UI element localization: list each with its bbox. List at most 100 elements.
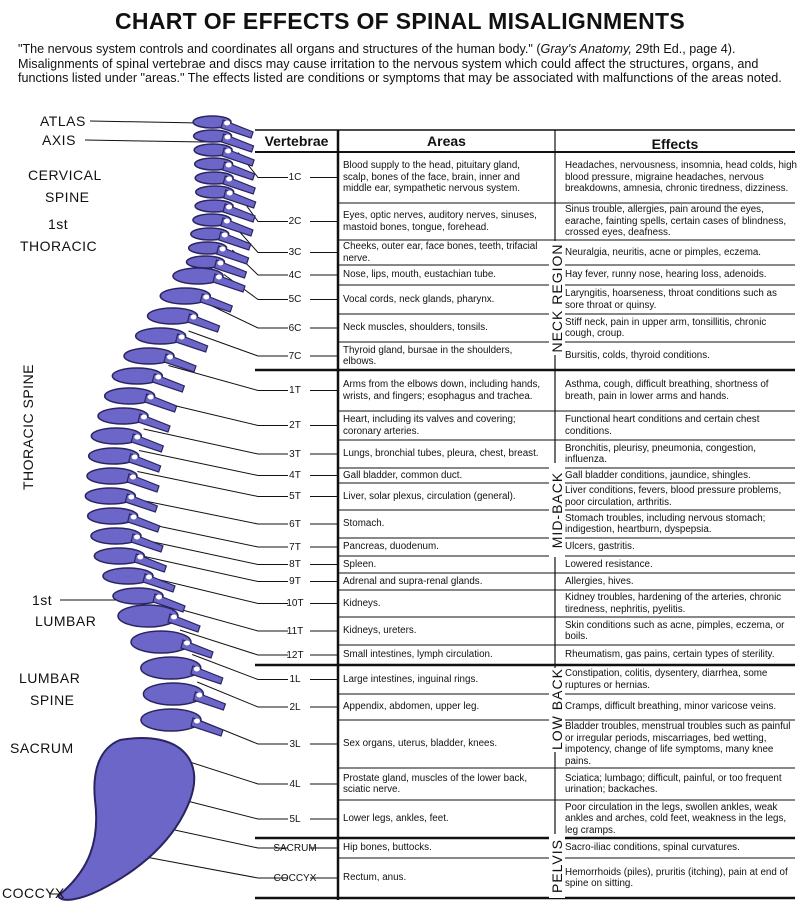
vertebra-label: COCCYX [273, 872, 317, 884]
leader-line [188, 330, 288, 357]
leader-line [179, 629, 288, 656]
vertebra-label: 7T [289, 541, 301, 553]
vertebra-body [142, 682, 205, 706]
vertebra-body [140, 656, 202, 680]
area-cell: Lower legs, ankles, feet. [343, 813, 449, 825]
leader-line [124, 852, 288, 879]
table-row: 1T Arms from the elbows down, including … [255, 370, 795, 411]
intro-citation: Gray's Anatomy, [540, 42, 632, 56]
nerve-foramen [147, 394, 154, 400]
nerve-foramen [217, 260, 224, 266]
vertebra-label: 4T [289, 470, 301, 481]
area-cell: Appendix, abdomen, upper leg. [343, 701, 480, 713]
vertebra-label: 1C [288, 172, 302, 183]
region-low-back: LOW BACK [549, 668, 565, 752]
nerve-foramen [219, 246, 226, 252]
area-cell: Neck muscles, shoulders, tonsils. [343, 322, 488, 334]
effect-cell: Sinus trouble, allergies, pain around th… [565, 204, 787, 239]
label-thoracic-spine: THORACIC SPINE [20, 363, 36, 490]
effect-cell: Headaches, nervousness, insomnia, head c… [565, 160, 798, 195]
vertebra-body [134, 327, 187, 345]
vertebra-label: 3C [288, 247, 302, 258]
leader-line [168, 365, 288, 391]
area-cell: Prostate gland, muscles of the lower bac… [343, 772, 528, 796]
label-1st-thoracic: THORACIC [20, 238, 98, 254]
vertebra-body [140, 708, 202, 732]
region-mid-back: MID-BACK [549, 463, 565, 557]
label-leader [89, 120, 201, 124]
nerve-foramen [167, 354, 173, 360]
nerve-foramen [196, 692, 203, 698]
nerve-foramen [226, 176, 233, 182]
table-row: SACRUM Hip bones, buttocks. Sacro-iliac … [255, 838, 795, 858]
effect-cell: Liver conditions, fevers, blood pressure… [565, 485, 782, 508]
vertebra-label: SACRUM [273, 842, 317, 854]
table-row: 1C Blood supply to the head, pituitary g… [255, 152, 798, 203]
area-cell: Adrenal and supra-renal glands. [343, 575, 483, 587]
table-row: 4L Prostate gland, muscles of the lower … [255, 768, 795, 800]
vertebra-body [102, 567, 154, 585]
nerve-foramen [156, 594, 162, 600]
table-row: 5T Liver, solar plexus, circulation (gen… [255, 483, 795, 510]
vertebra-label: 3L [289, 738, 301, 750]
effect-cell: Stiff neck, pain in upper arm, tonsillit… [565, 316, 767, 340]
vertebra-label: 3T [289, 448, 301, 460]
effect-cell: Bursitis, colds, thyroid conditions. [565, 350, 710, 362]
effect-cell: Constipation, colitis, dysentery, diarrh… [565, 668, 768, 691]
area-cell: Kidneys. [343, 597, 381, 609]
table-row: 7C Thyroid gland, bursae in the shoulder… [255, 342, 795, 370]
vertebra-body [117, 604, 179, 628]
vertebra-label: 8T [289, 559, 301, 570]
effect-cell: Kidney troubles, hardening of the arteri… [565, 592, 782, 615]
vertebra-label: 6T [289, 518, 301, 530]
area-cell: Spleen. [343, 558, 377, 570]
nerve-foramen [225, 162, 232, 168]
table-row: 2C Eyes, optic nerves, auditory nerves, … [255, 203, 795, 240]
vertebra-body [86, 507, 139, 525]
nerve-foramen [216, 274, 222, 280]
label-sacrum: SACRUM [10, 740, 74, 756]
area-cell: Eyes, optic nerves, auditory nerves, sin… [343, 210, 537, 233]
area-cell: Arms from the elbows down, including han… [343, 379, 541, 402]
area-cell: Sex organs, uterus, bladder, knees. [343, 738, 498, 750]
nerve-foramen [137, 554, 144, 560]
vertebra-label: 5L [289, 813, 301, 825]
effect-cell: Bronchitis, pleurisy, pneumonia, congest… [565, 442, 756, 466]
nerve-foramen [134, 534, 140, 540]
nerve-foramen [221, 232, 228, 238]
area-cell: Blood supply to the head, pituitary glan… [343, 160, 521, 195]
leader-line [134, 498, 288, 525]
label-cervical: CERVICAL [28, 167, 102, 183]
effect-cell: Allergies, hives. [565, 575, 634, 587]
vertebra-body [86, 467, 138, 485]
nerve-foramen [130, 514, 137, 520]
area-cell: Thyroid gland, bursae in the shoulders, … [343, 344, 513, 368]
table-row: 2T Heart, including its valves and cover… [255, 411, 795, 440]
effect-cell: Asthma, cough, difficult breathing, shor… [565, 379, 769, 402]
label-axis: AXIS [42, 132, 76, 148]
vertebra-label: 9T [289, 576, 301, 587]
label-coccyx: COCCYX [2, 885, 65, 901]
nerve-foramen [224, 120, 231, 126]
vertebra-body [87, 447, 140, 465]
vertebra-label: 10T [286, 598, 304, 609]
effect-cell: Laryngitis, hoarseness, throat condition… [565, 288, 777, 311]
leader-line [167, 605, 288, 632]
area-cell: Nose, lips, mouth, eustachian tube. [343, 269, 497, 281]
nerve-foramen [146, 574, 152, 580]
vertebra-body [97, 407, 149, 425]
intro-paragraph: "The nervous system controls and coordin… [18, 42, 793, 86]
leader-line [197, 681, 288, 708]
effect-cell: Bladder troubles, menstrual troubles suc… [565, 721, 791, 767]
table-row: 8T Spleen. Lowered resistance. [255, 556, 795, 573]
region-neck: NECK REGION [549, 241, 565, 355]
vertebra-label: 2T [289, 420, 301, 431]
leader-line [144, 556, 288, 582]
nerve-foramen [171, 614, 177, 620]
nerve-foramen [155, 374, 162, 380]
effect-cell: Gall bladder conditions, jaundice, shing… [565, 469, 751, 481]
area-cell: Hip bones, buttocks. [343, 842, 432, 854]
header-vertebrae: Vertebrae [264, 133, 329, 149]
area-cell: Stomach. [343, 518, 385, 530]
vertebra-label: 11T [286, 625, 304, 637]
